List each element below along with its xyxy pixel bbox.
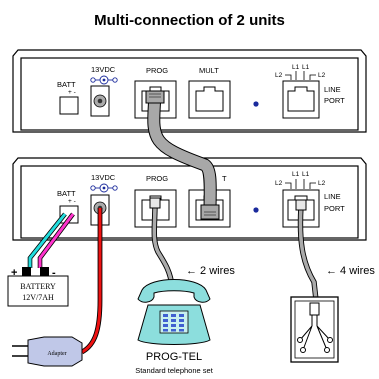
bottom-mult-label: T [222, 174, 227, 183]
adapter-label: Adapter [47, 351, 66, 357]
battery-spec: 12V/7AH [22, 293, 54, 302]
top-batt-polarity: + - [68, 89, 76, 96]
top-l2-label-a: L2 [275, 72, 283, 79]
telephone-icon [137, 279, 211, 345]
adapter: Adapter [12, 336, 83, 367]
bottom-l2-label-b: L2 [318, 180, 326, 187]
top-status-led [253, 101, 259, 107]
bottom-polarity-icon [90, 183, 118, 193]
wall-socket-icon [290, 296, 339, 363]
top-l1-label-a: L1 [292, 64, 300, 71]
battery-minus-sign: - [52, 267, 56, 279]
top-polarity-icon [90, 75, 118, 85]
bottom-unit: BATT + - 13VDC PROG T L1 L1 L2 L2 LINE P… [12, 157, 367, 241]
bottom-l1-label-b: L1 [302, 171, 310, 178]
battery: + - BATTERY 12V/7AH [7, 267, 69, 307]
battery-label: BATTERY [20, 282, 56, 291]
diagram-title: Multi-connection of 2 units [94, 12, 285, 29]
bottom-l2-label-a: L2 [275, 180, 283, 187]
phone-name: PROG-TEL [146, 351, 202, 363]
top-prog-label: PROG [146, 66, 168, 75]
phone-description: Standard telephone set [135, 366, 213, 375]
battery-wires [27, 212, 75, 268]
bottom-power-label: 13VDC [91, 173, 116, 182]
top-port-label: PORT [324, 96, 345, 105]
multi-connection-cable [145, 90, 220, 220]
bottom-port-label: PORT [324, 204, 345, 213]
battery-box [7, 275, 69, 307]
top-l2-label-b: L2 [318, 72, 326, 79]
phone-cord [149, 197, 175, 287]
top-batt-terminal [59, 96, 79, 115]
bottom-l1-label-a: L1 [292, 171, 300, 178]
top-batt-label: BATT [57, 80, 76, 89]
two-wires-label: ← 2 wires [186, 265, 235, 277]
bottom-batt-polarity: + - [68, 198, 76, 205]
top-l1-label-b: L1 [302, 64, 310, 71]
top-line-label: LINE [324, 85, 341, 94]
adapter-wire [80, 208, 103, 355]
battery-plus-sign: + [11, 267, 17, 279]
top-unit-face [20, 57, 359, 131]
bottom-batt-label: BATT [57, 189, 76, 198]
line-cord [295, 199, 319, 301]
top-power-label: 13VDC [91, 65, 116, 74]
top-unit: BATT + - 13VDC PROG MULT L1 L1 L2 L2 LIN… [12, 49, 367, 133]
top-mult-label: MULT [199, 66, 219, 75]
bottom-prog-label: PROG [146, 174, 168, 183]
four-wires-label: ← 4 wires [326, 265, 375, 277]
bottom-status-led [253, 207, 259, 213]
bottom-line-label: LINE [324, 192, 341, 201]
